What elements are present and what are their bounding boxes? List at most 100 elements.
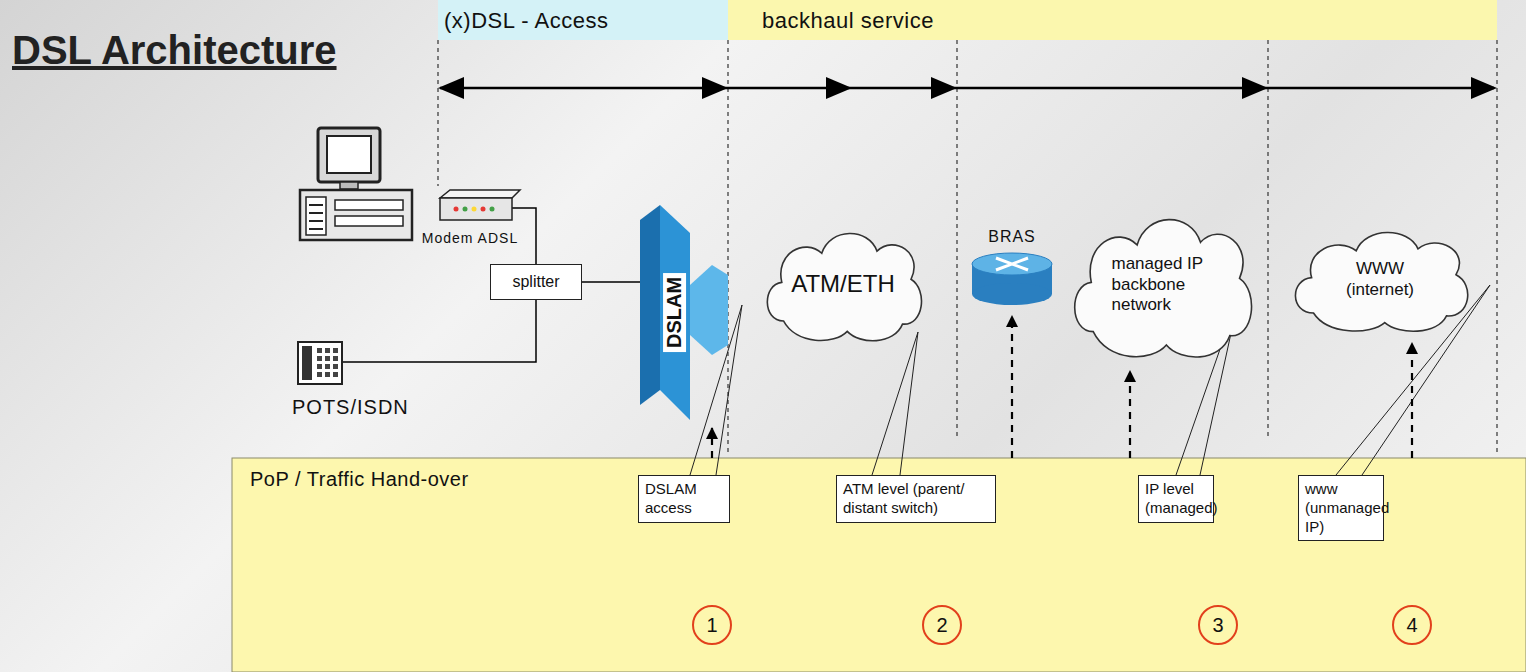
router-icon [972, 253, 1052, 275]
handover-arrow [1411, 343, 1413, 458]
device-label: DSLAM [663, 273, 686, 352]
network-cloud: managed IP backbone network [1064, 205, 1259, 365]
phone-key [333, 348, 338, 353]
callout-number: 3 [1212, 614, 1223, 637]
computer-icon [335, 200, 403, 210]
span-arrow [1471, 77, 1497, 99]
handover-arrow [711, 428, 713, 458]
phone-icon [298, 342, 342, 384]
computer-icon [306, 197, 326, 235]
dslam-device: DSLAM [640, 205, 728, 420]
handover-panel: PoP / Traffic Hand-overDSLAM accessATM l… [232, 458, 1526, 672]
computer-icon [318, 128, 380, 182]
phone-key [325, 348, 330, 353]
span-arrow [440, 87, 1494, 90]
modem-icon [440, 190, 520, 198]
bras-router: BRAS [962, 228, 1062, 308]
router-icon [996, 258, 1028, 270]
router-icon [972, 283, 1052, 305]
computer-icon [335, 216, 403, 226]
cloud-outline [767, 233, 921, 340]
wire [342, 300, 536, 362]
handover-panel-ground [232, 458, 1526, 672]
device-label: Modem ADSL [420, 186, 520, 246]
callout-circle: 2 [922, 605, 962, 645]
computer-icon [309, 228, 323, 230]
section-divider [438, 40, 1497, 455]
modem-device: Modem ADSL [420, 186, 520, 250]
computer-icon [309, 220, 323, 222]
modem-icon [440, 198, 512, 220]
callout-leader [872, 332, 918, 475]
phone-key [325, 364, 330, 369]
node-shape [296, 340, 356, 390]
phone-handset [302, 346, 312, 380]
band-label: backhaul service [728, 0, 1497, 42]
span-arrow [826, 77, 852, 99]
cloud-outline [1075, 220, 1252, 357]
callout-text: ATM level (parent/ distant switch) [843, 480, 989, 518]
modem-led [490, 207, 495, 212]
callout-circle: 4 [1392, 605, 1432, 645]
box-label: splitter [512, 273, 559, 291]
phone-device: POTS/ISDN [292, 340, 422, 424]
backhaul-band: backhaul service [728, 0, 1497, 40]
modem-led [454, 207, 459, 212]
computer-icon [309, 212, 323, 214]
section-divider [437, 40, 438, 186]
access-band: (x)DSL - Access [438, 0, 728, 40]
handover-arrow [1129, 371, 1131, 458]
phone-key [333, 372, 338, 377]
cloud-label: ATM/ETH [791, 270, 895, 299]
callout-number: 1 [706, 614, 717, 637]
section-divider [1267, 40, 1268, 440]
phone-key [317, 364, 322, 369]
device-label: BRAS [962, 228, 1062, 246]
device-label: POTS/ISDN [292, 340, 422, 419]
callout-text: DSLAM access [645, 480, 723, 518]
wire [582, 281, 640, 283]
handover-panel-ground [232, 458, 1526, 672]
phone-key [325, 372, 330, 377]
callout-number: 2 [936, 614, 947, 637]
span-arrow [931, 77, 957, 99]
cloud-label: WWW (internet) [1330, 259, 1430, 300]
callout-box: ATM level (parent/ distant switch) [836, 475, 996, 523]
band-label: (x)DSL - Access [438, 0, 728, 42]
computer-icon [309, 204, 323, 206]
callout-text: IP level (managed) [1145, 480, 1207, 518]
phone-key [317, 348, 322, 353]
phone-key [333, 364, 338, 369]
dslam-shape [660, 205, 690, 420]
callout-box: IP level (managed) [1138, 475, 1214, 523]
callout-text: www (unmanaged IP) [1305, 480, 1377, 536]
span-arrow [438, 77, 1497, 99]
diagram-title: DSL Architecture [12, 28, 337, 73]
phone-key [325, 356, 330, 361]
callout-number: 4 [1406, 614, 1417, 637]
modem-led [472, 207, 477, 212]
cloud-outline [1295, 233, 1467, 332]
span-arrow [702, 77, 728, 99]
phone-key [317, 356, 322, 361]
splitter-box: splitter [490, 264, 582, 300]
span-arrow [1242, 77, 1268, 99]
modem-led [481, 207, 486, 212]
modem-led [463, 207, 468, 212]
section-divider [956, 40, 957, 440]
callout-box: www (unmanaged IP) [1298, 475, 1384, 541]
span-arrow [438, 77, 464, 99]
computer-icon [340, 182, 358, 189]
callout-box: DSLAM access [638, 475, 730, 523]
computer-icon [300, 190, 412, 240]
node-shape [420, 186, 520, 226]
dslam-shape [690, 265, 728, 355]
computer-icon [300, 128, 412, 240]
callout-circle: 3 [1198, 605, 1238, 645]
handover-arrow [1011, 316, 1013, 458]
phone-key [333, 356, 338, 361]
section-divider [1496, 40, 1497, 455]
